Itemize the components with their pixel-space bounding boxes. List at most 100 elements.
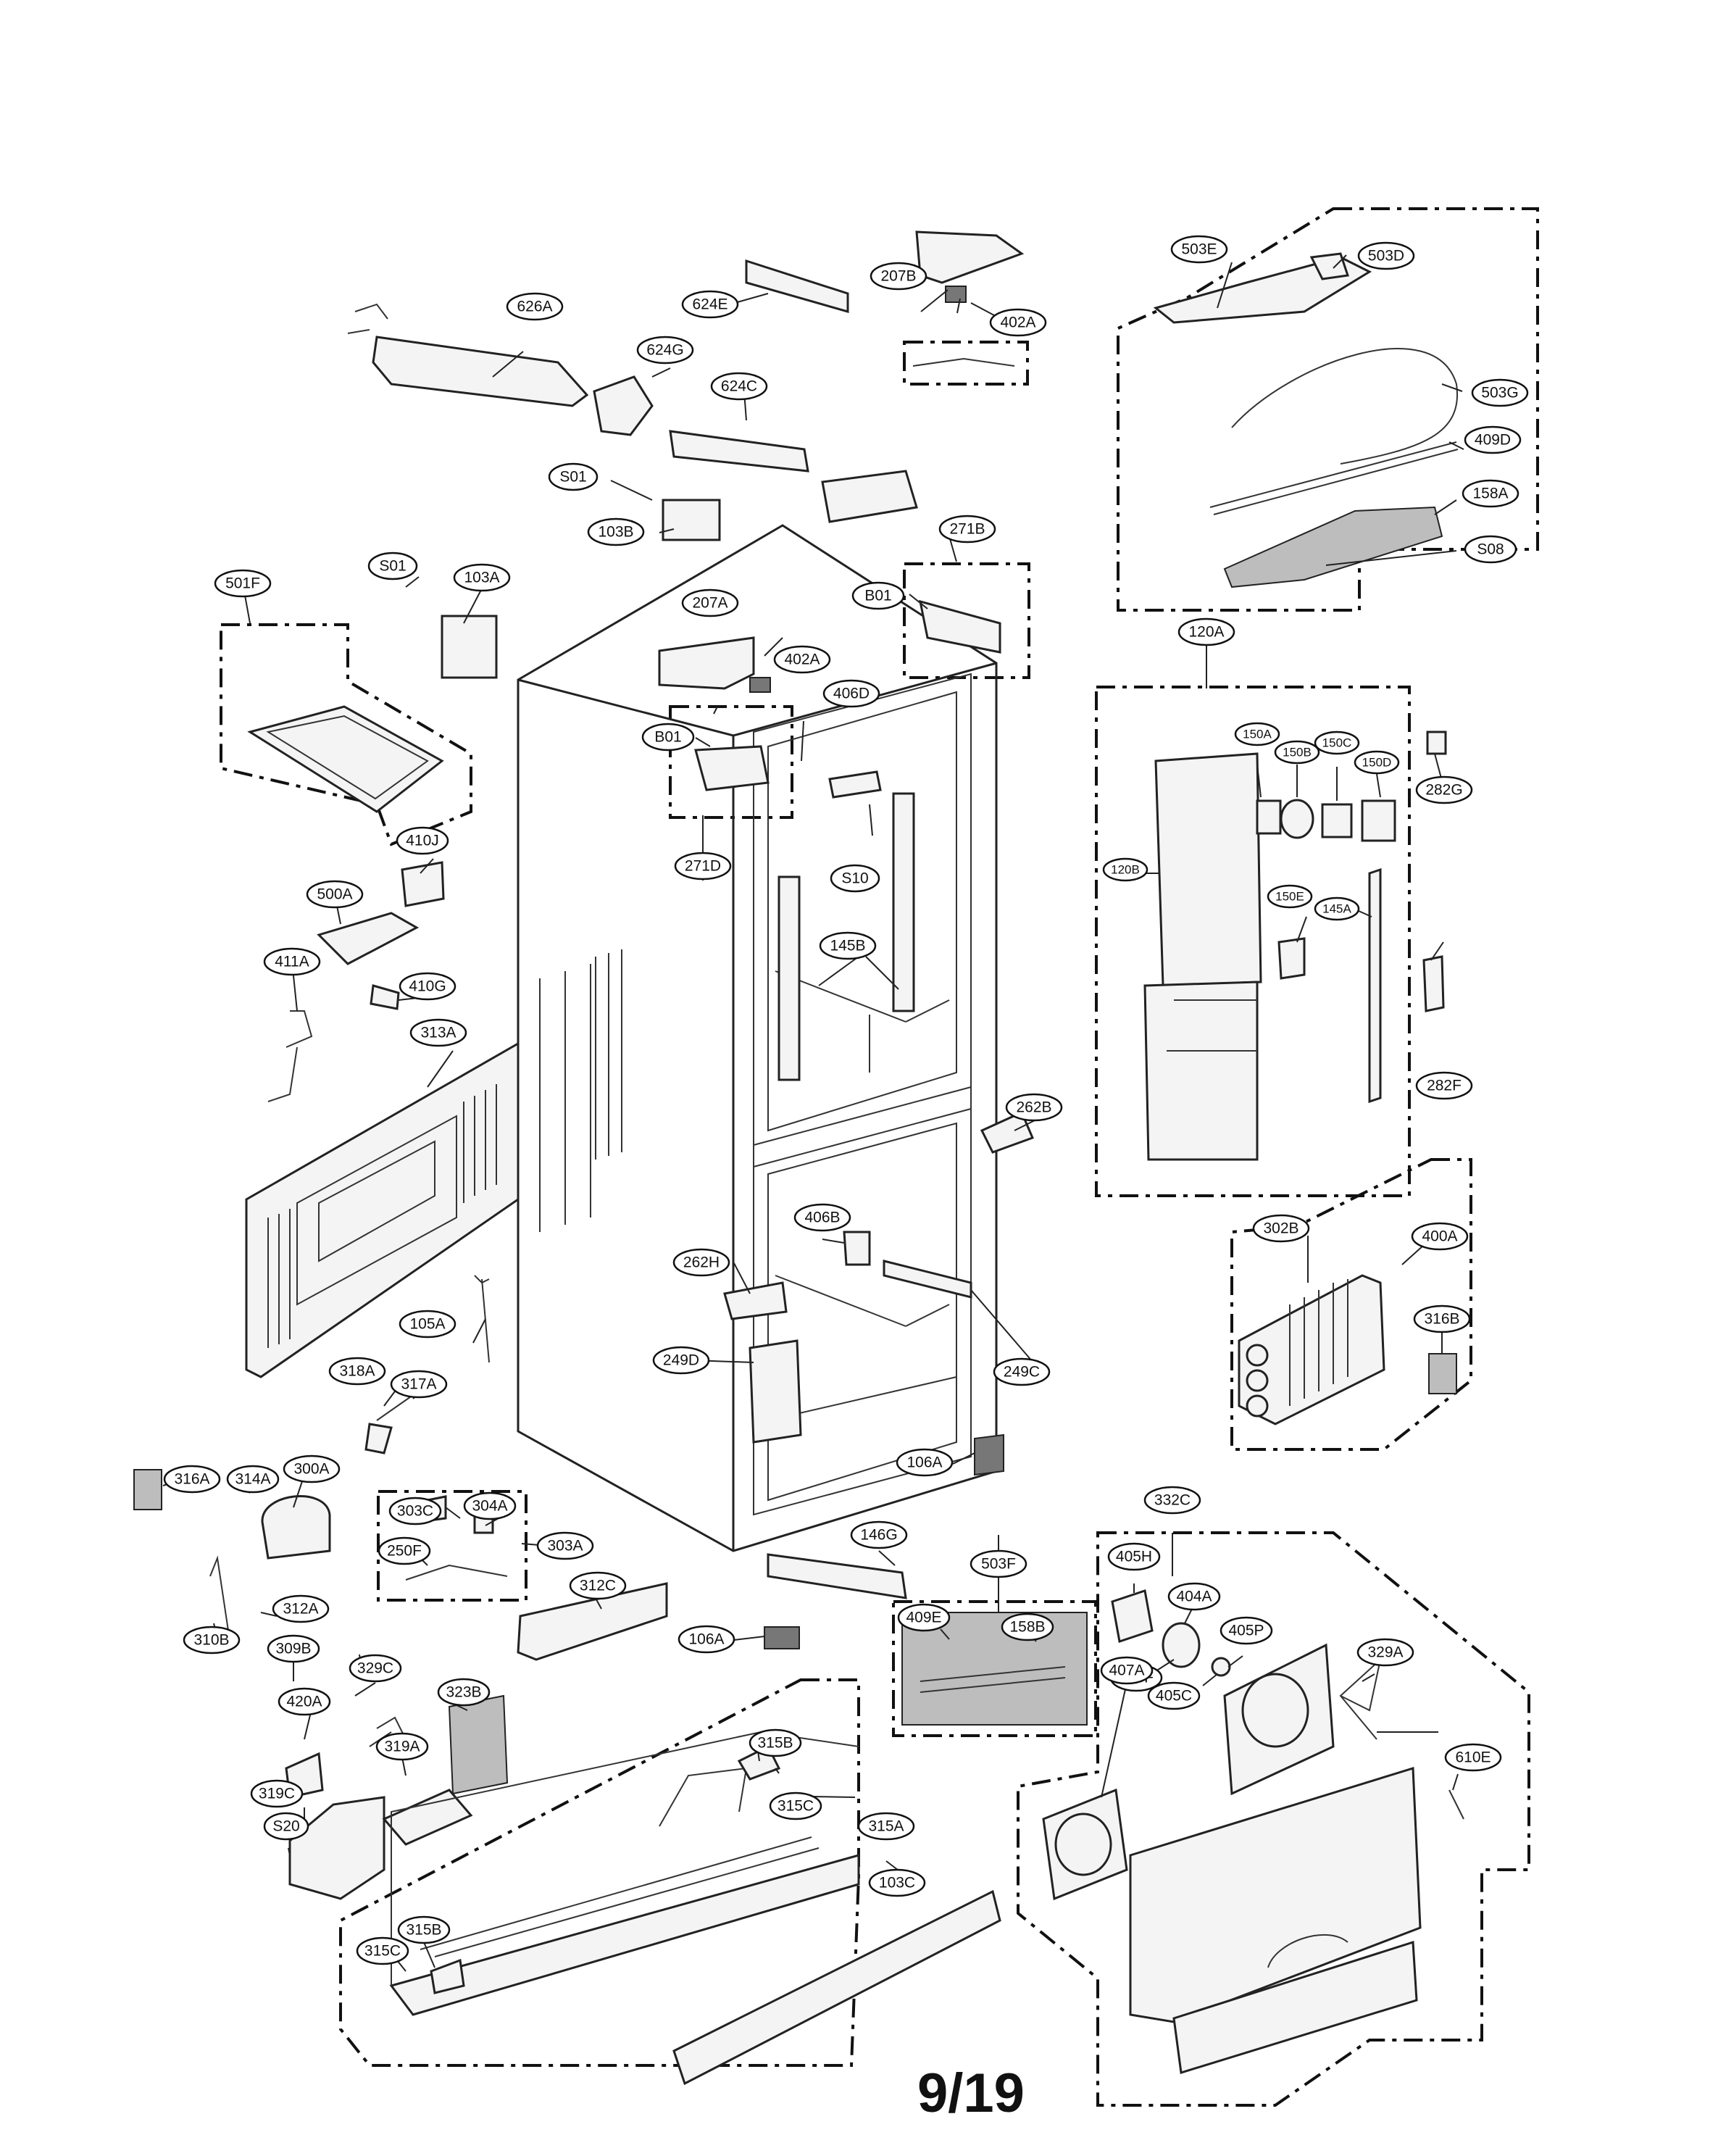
svg-text:409E: 409E [906,1610,941,1626]
callout-145A: 145A [1314,896,1360,921]
frame-158A [1223,506,1443,588]
callout-145B: 145B [819,931,877,960]
svg-text:316B: 316B [1424,1311,1459,1328]
boundary-hinge-top-right [903,562,1030,679]
svg-text:249D: 249D [663,1352,699,1369]
svg-text:315B: 315B [406,1922,441,1939]
seal-503G [1231,348,1459,465]
boundary-filter-group [220,623,472,846]
boundary-start-relay-group [377,1490,528,1602]
svg-text:S01: S01 [559,469,586,486]
callout-310B: 310B [183,1626,241,1655]
svg-text:503G: 503G [1481,385,1518,401]
machine-compartment-parts [133,1469,1001,2086]
svg-text:402A: 402A [784,652,820,668]
callout-406D: 406D [822,679,880,708]
rail-249C [883,1260,972,1299]
callout-304A: 304A [463,1491,517,1520]
svg-text:207A: 207A [692,595,727,612]
heater-409D [1209,441,1459,515]
svg-text:282G: 282G [1425,782,1462,799]
callout-503G: 503G [1471,378,1529,407]
callout-624C: 624C [710,372,768,401]
boundary-machine-compartment [339,1678,860,2067]
callout-S20: S20 [263,1812,309,1841]
drain-pan-319A [288,1796,385,1900]
callout-405P: 405P [1220,1616,1273,1645]
callout-S10: S10 [830,864,880,893]
callout-103B: 103B [587,517,645,546]
callout-207A: 207A [681,588,739,617]
part-282F [1422,955,1445,1012]
svg-text:411A: 411A [275,954,309,970]
svg-text:150A: 150A [1243,728,1272,741]
cover-312C [517,1582,668,1661]
callout-329A: 329A [1356,1638,1414,1667]
svg-text:400A: 400A [1422,1228,1457,1245]
svg-text:S08: S08 [1477,541,1504,558]
boundary-hinge-top-left [669,705,793,819]
svg-text:300A: 300A [293,1461,329,1478]
hinge-271B [919,599,1001,654]
svg-text:145A: 145A [1322,902,1351,916]
svg-text:310B: 310B [193,1632,229,1649]
svg-text:145B: 145B [830,938,865,954]
callout-420A: 420A [278,1687,331,1716]
svg-text:262H: 262H [683,1254,720,1271]
callout-411A: 411A [263,947,321,976]
duct-146G [767,1553,907,1599]
svg-text:120B: 120B [1111,863,1140,877]
svg-text:319A: 319A [384,1739,420,1755]
svg-text:B01: B01 [864,588,891,604]
callout-500A: 500A [306,880,364,909]
svg-text:249C: 249C [1004,1364,1040,1381]
callout-317A: 317A [390,1370,448,1399]
callout-329C: 329C [349,1654,402,1683]
callout-271D: 271D [674,852,732,881]
callout-271B: 271B [938,515,996,544]
cover-103A [441,615,498,679]
svg-text:150C: 150C [1322,736,1352,750]
svg-text:503E: 503E [1181,241,1217,258]
callout-315B-a: 315B [749,1728,802,1757]
svg-text:501F: 501F [225,575,260,592]
svg-text:314A: 314A [235,1471,270,1488]
svg-text:315C: 315C [777,1798,814,1815]
callout-120B: 120B [1102,857,1148,882]
svg-text:315B: 315B [757,1735,793,1752]
callout-120A: 120A [1177,617,1235,646]
svg-text:250F: 250F [387,1543,422,1560]
svg-text:313A: 313A [420,1025,456,1041]
callout-314A: 314A [226,1465,280,1494]
callout-146G: 146G [850,1520,908,1549]
dispenser-housing [1129,1766,1422,2023]
callout-309B: 309B [267,1634,320,1663]
part-150A [1256,799,1282,835]
svg-text:316A: 316A [174,1471,209,1488]
svg-text:410J: 410J [406,833,439,849]
callout-503F: 503F [970,1549,1027,1578]
svg-text:B01: B01 [654,729,681,746]
callout-402A-top: 402A [989,308,1047,337]
drawer-grille-409E [901,1612,1088,1726]
svg-text:402A: 402A [1000,315,1035,331]
front-cover-103C [672,1889,1001,2086]
svg-text:271B: 271B [949,521,985,538]
svg-text:406B: 406B [804,1210,840,1226]
control-box-207B [915,230,1025,284]
condenser-323B [448,1694,509,1795]
callout-323B: 323B [437,1678,491,1707]
compressor-300A [261,1495,331,1560]
svg-text:312C: 312C [580,1578,616,1594]
svg-text:150D: 150D [1362,756,1392,770]
callout-300A: 300A [283,1454,341,1483]
gear-405C [1211,1657,1231,1677]
boundary-wiring-harness-top [903,341,1029,386]
dispenser-assembly [1042,1589,1464,2074]
svg-text:303C: 303C [397,1503,433,1520]
svg-text:304A: 304A [472,1498,507,1515]
part-150D [1361,799,1396,842]
callout-158A: 158A [1462,479,1519,508]
page-number: 9/19 [917,2063,1025,2124]
